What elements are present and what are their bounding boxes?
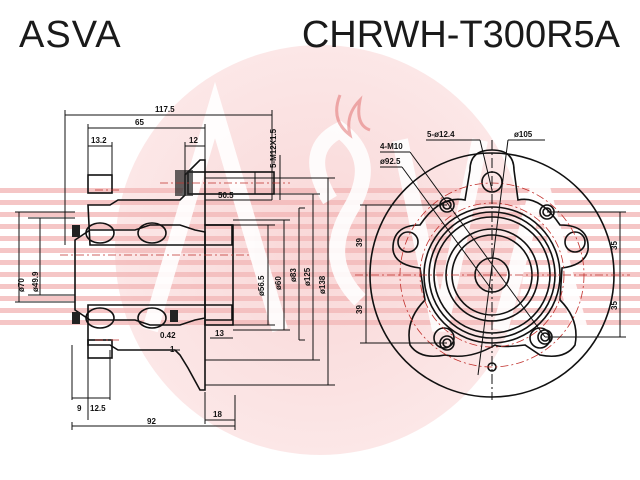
dim-13: 13: [215, 329, 224, 338]
dim-50-5: 50.5: [218, 191, 234, 200]
dim-d60: ø60: [274, 276, 283, 290]
dim-d49-9: ø49.9: [31, 271, 40, 292]
hub-stub-bottom: [87, 339, 113, 359]
pilot-bore: [204, 224, 234, 326]
dim-12: 12: [189, 136, 198, 145]
dim-d125: ø125: [303, 267, 312, 286]
dim-12-5: 12.5: [90, 404, 106, 413]
dim-5-holes: 5-ø12.4: [427, 130, 455, 139]
dim-0-42: 0.42: [160, 331, 176, 340]
dim-1: 1: [170, 345, 175, 354]
dim-9: 9: [77, 404, 82, 413]
dim-13-2: 13.2: [91, 136, 107, 145]
part-number: CHRWH-T300R5A: [301, 14, 620, 56]
front-leaders: [360, 139, 626, 376]
dim-d138: ø138: [318, 275, 327, 294]
dim-92: 92: [147, 417, 156, 426]
dim-d105: ø105: [514, 130, 533, 139]
watermark-letters: [142, 81, 588, 333]
dim-d56-5: ø56.5: [257, 275, 266, 296]
dim-117-5: 117.5: [155, 105, 175, 114]
brand-logo-text: ASVA: [19, 14, 122, 56]
dim-d92-5: ø92.5: [380, 157, 401, 166]
dim-35-upper: 35: [610, 241, 619, 250]
hub-section-upper: [87, 159, 233, 246]
hub-section-lower: [87, 304, 233, 391]
dim-4-m10: 4-M10: [380, 142, 403, 151]
side-dimension-lines: [15, 110, 335, 430]
dim-39-upper: 39: [355, 238, 364, 247]
dim-39-lower: 39: [355, 305, 364, 314]
dim-stud-thread: 5-M12X1.5: [269, 128, 278, 168]
dim-d83: ø83: [289, 268, 298, 282]
watermark-flame: [335, 94, 371, 139]
dim-d70: ø70: [17, 278, 26, 292]
dim-35-lower: 35: [610, 301, 619, 310]
bearing-balls: [72, 222, 178, 329]
side-view: 117.5 65 13.2 12 5-M12X1.5 50.5 ø70 ø49.…: [15, 105, 335, 430]
dim-18: 18: [213, 410, 222, 419]
flange-lobes: [392, 149, 589, 358]
hub-core: [74, 224, 206, 326]
front-view: 5-ø12.4 ø105 4-M10 ø92.5 39 39 35 35: [355, 130, 630, 400]
dim-65: 65: [135, 118, 144, 127]
hub-stub-top: [87, 174, 113, 194]
